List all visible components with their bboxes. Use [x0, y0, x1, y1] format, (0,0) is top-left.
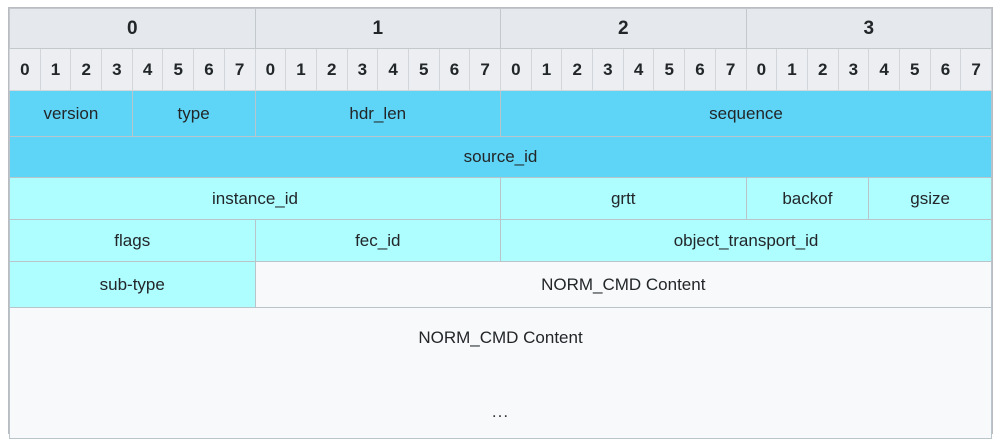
field-grtt: grtt	[500, 177, 747, 220]
bit-header-11: 3	[346, 48, 379, 91]
bit-header-30: 6	[929, 48, 962, 91]
bit-header-3: 3	[101, 48, 133, 91]
row-source-id: source_id	[9, 136, 992, 178]
bit-header-29: 5	[898, 48, 931, 91]
byte-header-1: 1	[254, 8, 501, 49]
field-instance-id: instance_id	[9, 177, 501, 220]
bit-header-28: 4	[868, 48, 900, 91]
row-payload: NORM_CMD Content...	[9, 307, 992, 439]
bit-header-1: 1	[39, 48, 72, 91]
payload-inner: NORM_CMD Content...	[11, 309, 991, 438]
bit-header-6: 6	[193, 48, 225, 91]
bit-header-22: 6	[684, 48, 716, 91]
bit-header-10: 2	[315, 48, 348, 91]
bit-header-21: 5	[653, 48, 686, 91]
bit-header-13: 5	[407, 48, 440, 91]
bit-header-17: 1	[530, 48, 563, 91]
bit-header-5: 5	[162, 48, 195, 91]
bit-header-4: 4	[131, 48, 164, 91]
byte-header-3: 3	[745, 8, 992, 49]
bit-header-15: 7	[469, 48, 501, 91]
bit-header-26: 2	[806, 48, 839, 91]
bit-header-8: 0	[254, 48, 287, 91]
bit-header-0: 0	[9, 48, 41, 91]
field-gsize: gsize	[868, 177, 992, 220]
bit-header-7: 7	[223, 48, 256, 91]
field-type: type	[131, 90, 256, 137]
field-hdr-len: hdr_len	[254, 90, 501, 137]
bit-header-23: 7	[714, 48, 747, 91]
field-sub-type: sub-type	[9, 261, 256, 308]
bit-header-25: 1	[776, 48, 808, 91]
payload-label: NORM_CMD Content	[418, 328, 583, 347]
field-fec-id: fec_id	[254, 219, 501, 262]
bit-header-19: 3	[592, 48, 624, 91]
bit-header-16: 0	[500, 48, 532, 91]
bit-header-18: 2	[561, 48, 594, 91]
field-flags: flags	[9, 219, 256, 262]
bit-header-20: 4	[622, 48, 655, 91]
field-norm-cmd-content-payload: NORM_CMD Content...	[9, 307, 992, 439]
bit-header-14: 6	[438, 48, 471, 91]
bit-header-2: 2	[70, 48, 103, 91]
bit-header-31: 7	[960, 48, 992, 91]
field-object-transport-id: object_transport_id	[500, 219, 992, 262]
field-version: version	[9, 90, 133, 137]
bit-header-9: 1	[285, 48, 317, 91]
bit-header-27: 3	[837, 48, 870, 91]
field-sequence: sequence	[500, 90, 992, 137]
byte-header-0: 0	[9, 8, 256, 49]
payload-continuation: ...	[491, 402, 510, 421]
field-backof: backof	[745, 177, 870, 220]
field-norm-cmd-content: NORM_CMD Content	[254, 261, 992, 308]
field-source-id: source_id	[9, 136, 992, 178]
byte-header-2: 2	[500, 8, 747, 49]
bit-header-12: 4	[377, 48, 409, 91]
bit-header-24: 0	[745, 48, 778, 91]
